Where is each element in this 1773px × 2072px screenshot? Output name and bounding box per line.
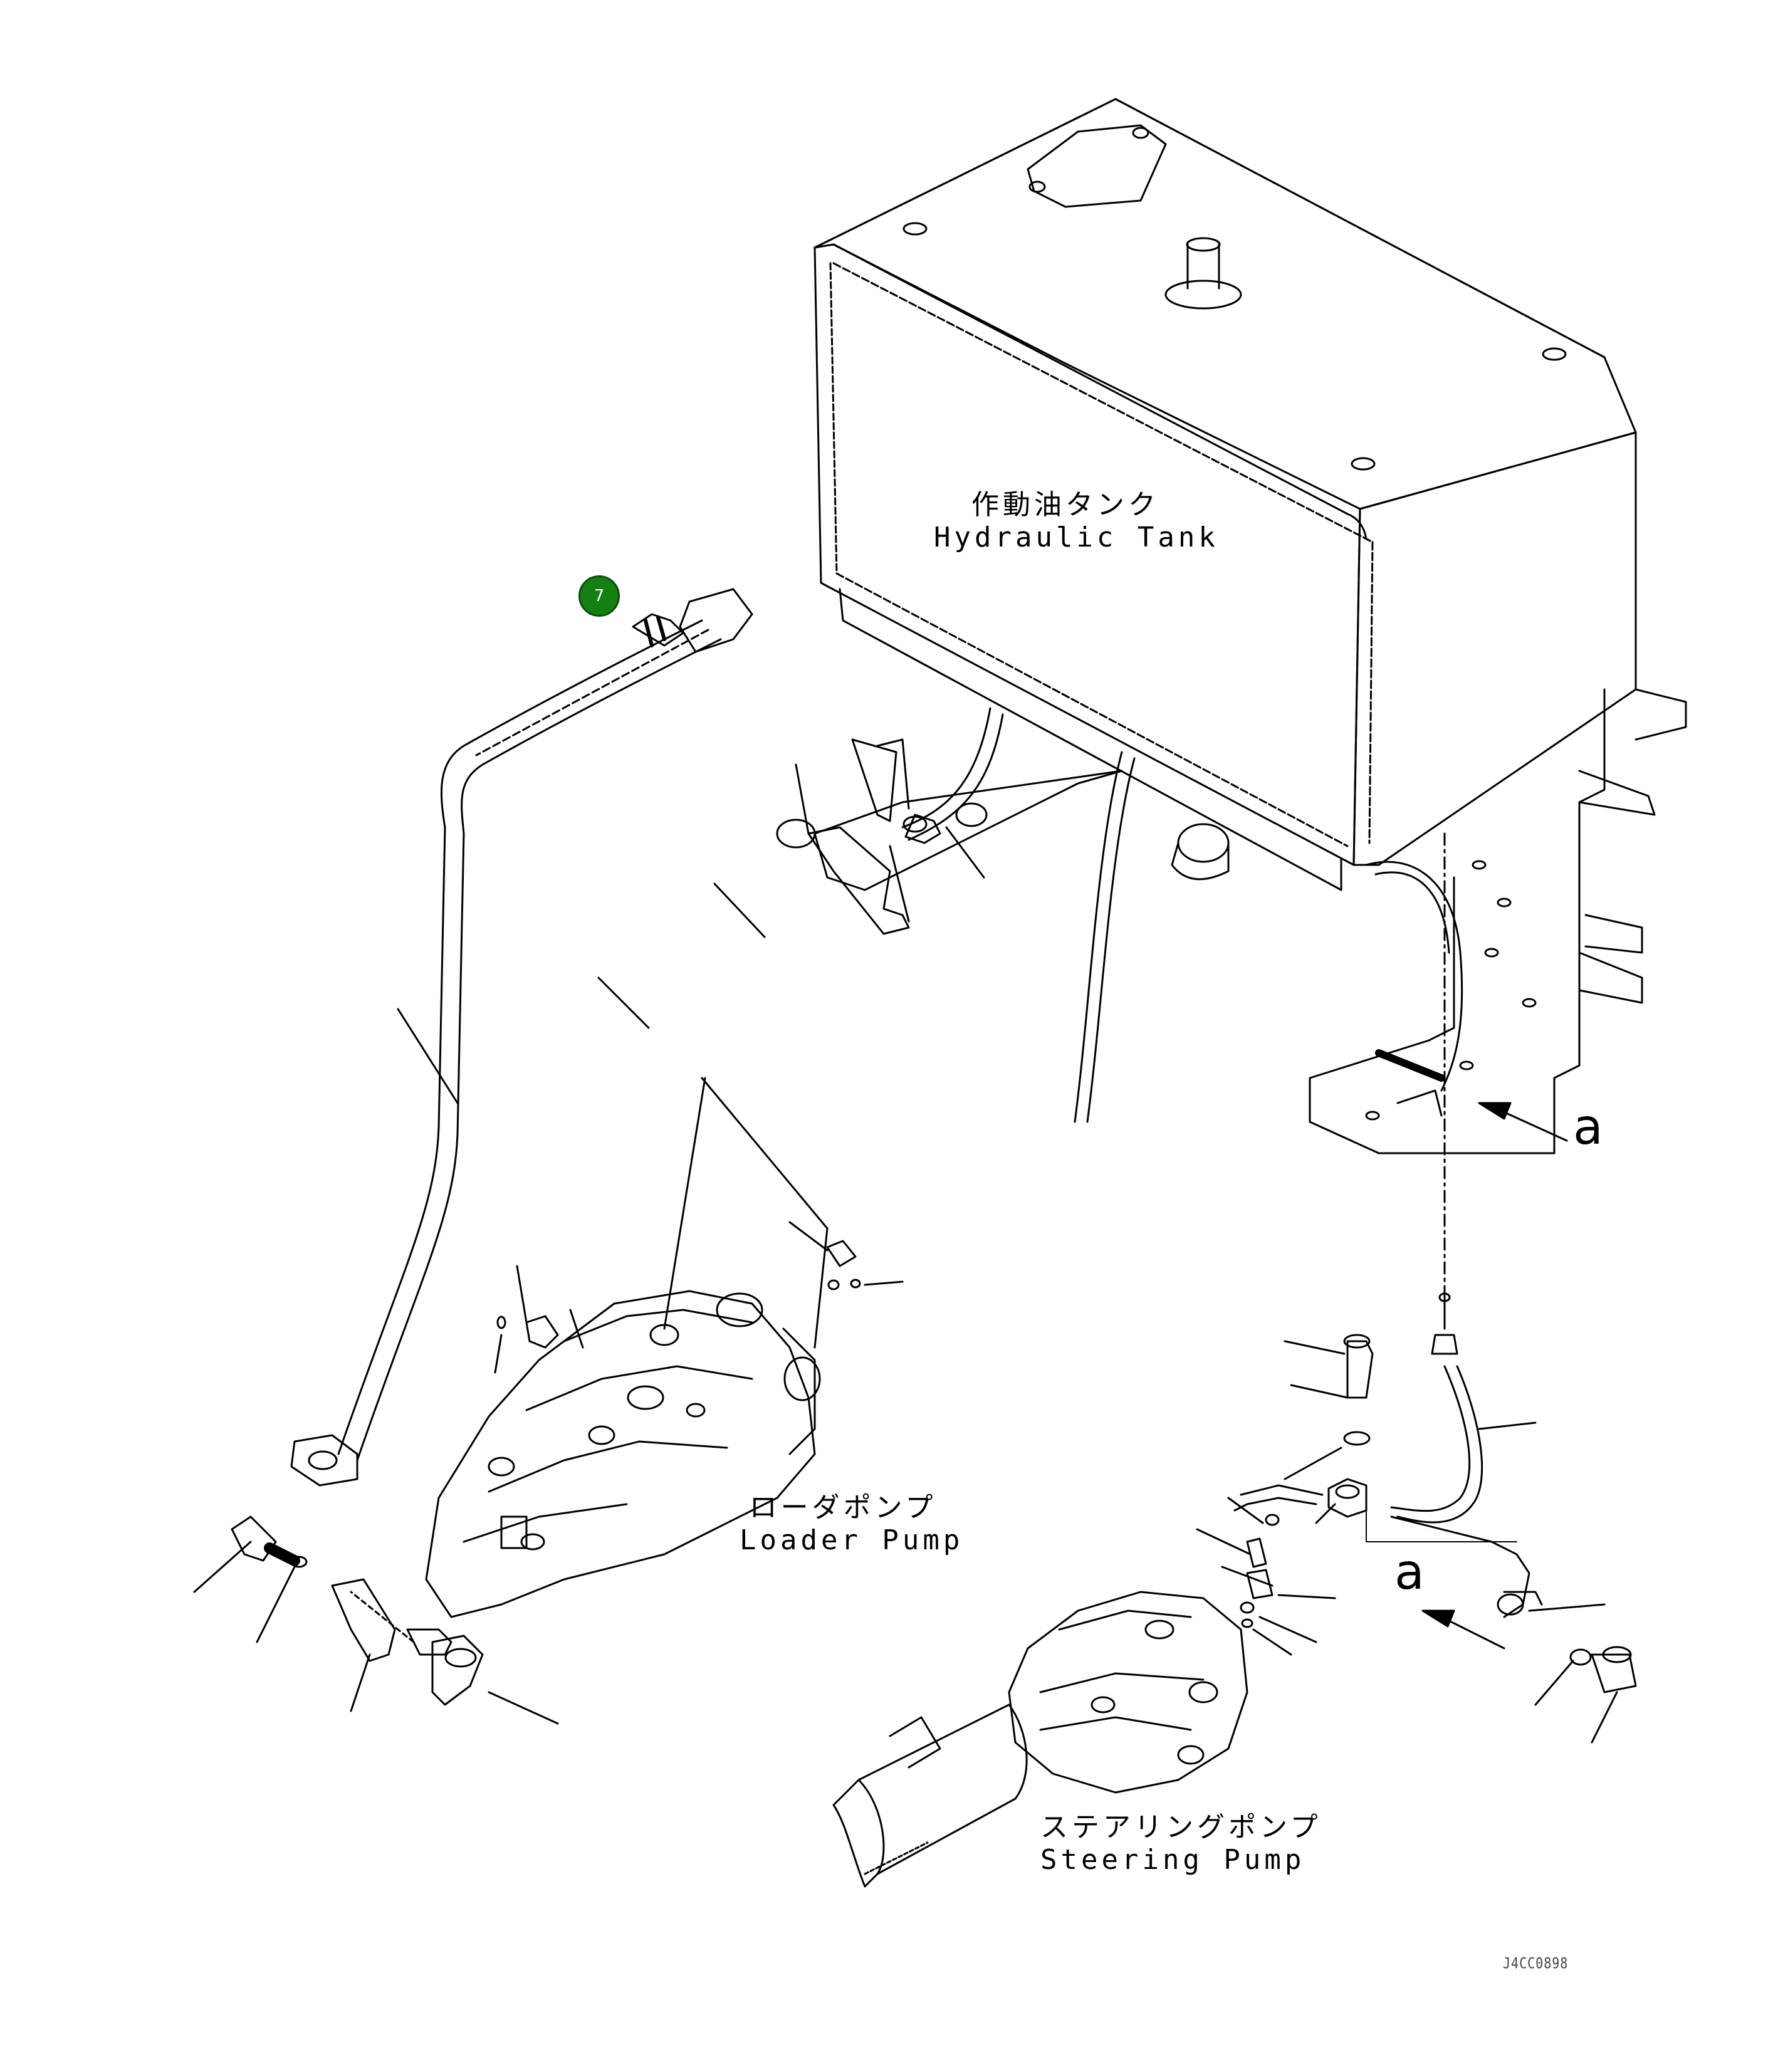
document-id: J4CC0898 <box>1503 1954 1569 1972</box>
steering-pump-label-jp: ステアリングポンプ <box>1040 1811 1322 1843</box>
steering-pump-assembly-drawing <box>832 1102 1637 1888</box>
hydraulic-tank-label-en: Hydraulic Tank <box>934 521 1219 553</box>
loader-pump-label: ローダポンプ Loader Pump <box>740 1492 964 1557</box>
part-number-marker[interactable]: 7 <box>578 575 620 617</box>
view-callout-a-upper: a <box>1573 1099 1603 1156</box>
loader-pump-assembly-drawing <box>193 588 988 1725</box>
hydraulic-tank-label: 作動油タンク Hydraulic Tank <box>934 489 1219 554</box>
loader-pump-label-en: Loader Pump <box>740 1524 964 1556</box>
view-callout-a-lower: a <box>1394 1544 1425 1601</box>
loader-pump-label-jp: ローダポンプ <box>749 1492 937 1524</box>
hydraulic-tank-label-jp: 作動油タンク <box>971 489 1159 521</box>
hydraulic-tank-drawing <box>813 98 1687 1299</box>
steering-pump-label-en: Steering Pump <box>1040 1844 1305 1876</box>
steering-pump-label: ステアリングポンプ Steering Pump <box>1040 1811 1322 1876</box>
